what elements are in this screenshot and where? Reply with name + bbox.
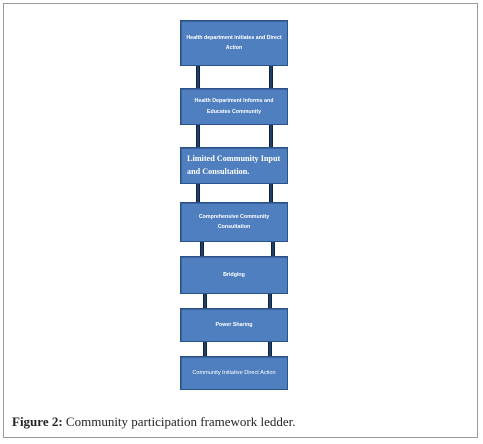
ladder-step-health-department-informs: Health Department Informs and Educates C… [180, 88, 288, 125]
ladder-rail [196, 125, 200, 147]
ladder-step-bridging: Bridging [180, 256, 288, 294]
ladder-step-community-initiative: Community Initiative Direct Action [180, 356, 288, 390]
figure-caption-text: Community participation framework ledder… [62, 414, 296, 429]
ladder-rail [271, 242, 275, 256]
figure-caption: Figure 2: Community participation framew… [12, 414, 296, 430]
ladder-step-comprehensive-consultation: Comprehensive Community Consultation [180, 202, 288, 242]
ladder-rail [196, 66, 200, 88]
ladder-rail [269, 125, 273, 147]
ladder-rail [200, 242, 204, 256]
ladder-rail [203, 342, 207, 356]
participation-ladder-diagram: Health department initiates and Direct A… [180, 20, 288, 390]
ladder-rail [268, 342, 272, 356]
ladder-rail [269, 184, 273, 202]
ladder-rail [268, 294, 272, 308]
ladder-step-health-department-initiates: Health department initiates and Direct A… [180, 20, 288, 66]
figure-caption-label: Figure 2: [12, 414, 63, 429]
ladder-rail [203, 294, 207, 308]
ladder-step-power-sharing: Power Sharing [180, 308, 288, 342]
ladder-rail [269, 66, 273, 88]
ladder-rail [196, 184, 200, 202]
ladder-step-limited-community-input: Limited Community Input and Consultation… [180, 147, 288, 184]
